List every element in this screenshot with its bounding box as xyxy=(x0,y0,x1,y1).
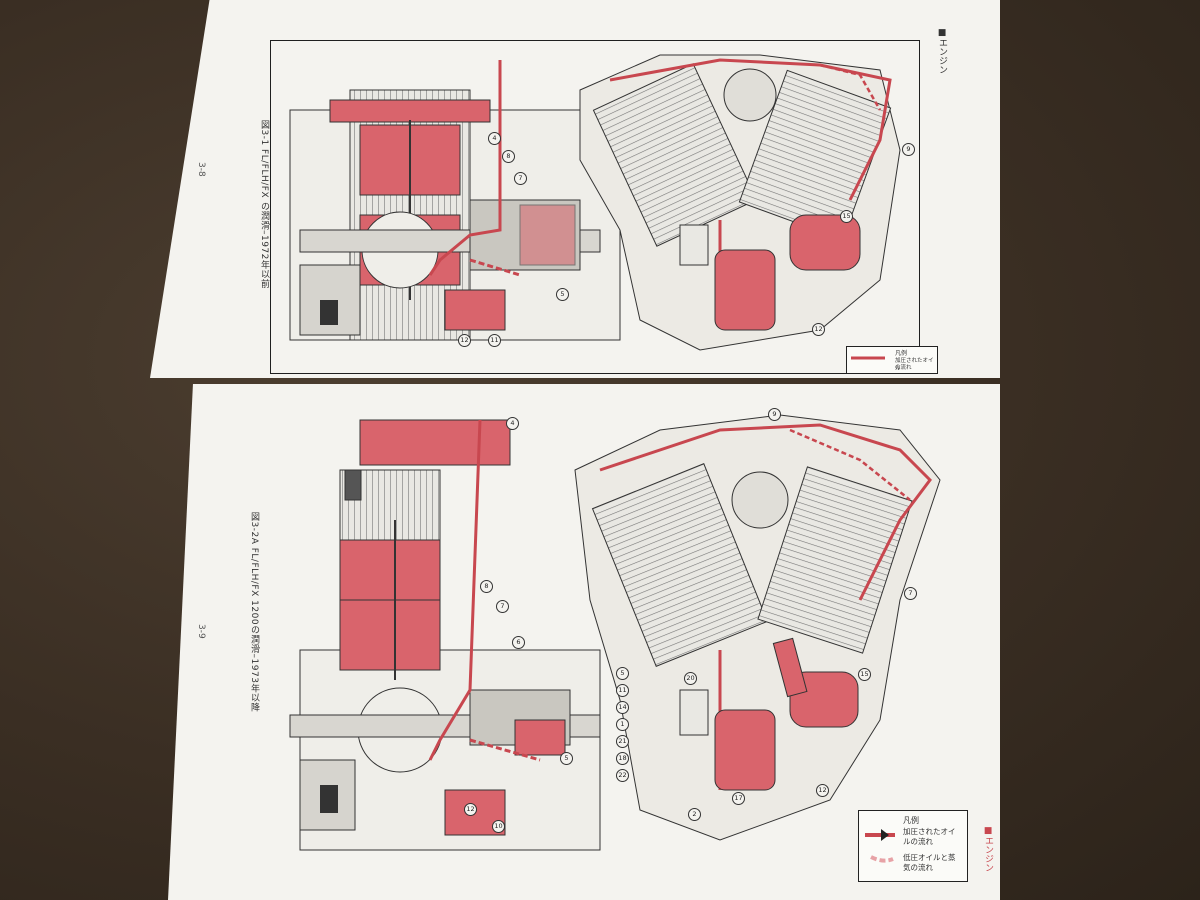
callout: 8 xyxy=(502,150,515,163)
callout: 10 xyxy=(492,820,505,833)
legend-symbols xyxy=(865,829,895,863)
top-page-number: 3-8 xyxy=(196,162,206,177)
legend-item: 低圧オイルと蒸 xyxy=(903,853,956,862)
bottom-side-view xyxy=(574,414,941,841)
callout: 2 xyxy=(688,808,701,821)
legend-item: の流れ xyxy=(895,365,912,371)
callout: 7 xyxy=(496,600,509,613)
legend-title: 凡例 xyxy=(895,350,908,357)
top-section-marker: ■エンジン xyxy=(937,28,947,74)
callout: 6 xyxy=(512,636,525,649)
bottom-figure-caption: 図3-2A FL/FLH/FX 1200の潤滑–1973年以降 xyxy=(249,512,259,712)
callout: 5 xyxy=(560,752,573,765)
callout: 12 xyxy=(812,323,825,336)
callout: 17 xyxy=(732,792,745,805)
callout: 7 xyxy=(904,587,917,600)
callout: 8 xyxy=(480,580,493,593)
callout: 12 xyxy=(464,803,477,816)
legend-item: 加圧されたオイル xyxy=(895,358,934,372)
callout: 5 xyxy=(556,288,569,301)
bottom-section-view xyxy=(289,419,601,851)
legend-item: ルの流れ xyxy=(903,837,933,846)
top-side-view xyxy=(579,54,901,351)
callout: 4 xyxy=(506,417,519,430)
callout: 18 xyxy=(616,752,629,765)
top-section-view xyxy=(289,60,621,341)
top-figure-frame xyxy=(270,40,920,374)
callout: 7 xyxy=(514,172,527,185)
legend-item: 気の流れ xyxy=(903,863,933,872)
bottom-page-number: 3-9 xyxy=(196,624,206,639)
callout: 9 xyxy=(768,408,781,421)
legend-item: 加圧されたオイ xyxy=(903,827,956,836)
callout: 15 xyxy=(840,210,853,223)
callout: 14 xyxy=(616,701,629,714)
callout: 20 xyxy=(684,672,697,685)
legend-title: 凡例 xyxy=(903,816,919,825)
callout: 22 xyxy=(616,769,629,782)
callout: 12 xyxy=(816,784,829,797)
top-figure-caption: 図3-1 FL/FLH/FX の潤滑–1972年以前 xyxy=(259,120,269,289)
callout: 11 xyxy=(616,684,629,697)
callout: 1 xyxy=(616,718,629,731)
callout: 4 xyxy=(488,132,501,145)
top-legend: 凡例 加圧されたオイル の流れ xyxy=(846,346,938,374)
callout: 9 xyxy=(902,143,915,156)
callout: 5 xyxy=(616,667,629,680)
bottom-legend: 凡例 加圧されたオイ ルの流れ 低圧オイルと蒸 気の流れ xyxy=(858,810,968,882)
callout: 11 xyxy=(488,334,501,347)
callout: 12 xyxy=(458,334,471,347)
bottom-section-marker: ■エンジン xyxy=(983,826,993,872)
callout: 15 xyxy=(858,668,871,681)
callout: 21 xyxy=(616,735,629,748)
legend-symbols xyxy=(851,356,885,360)
